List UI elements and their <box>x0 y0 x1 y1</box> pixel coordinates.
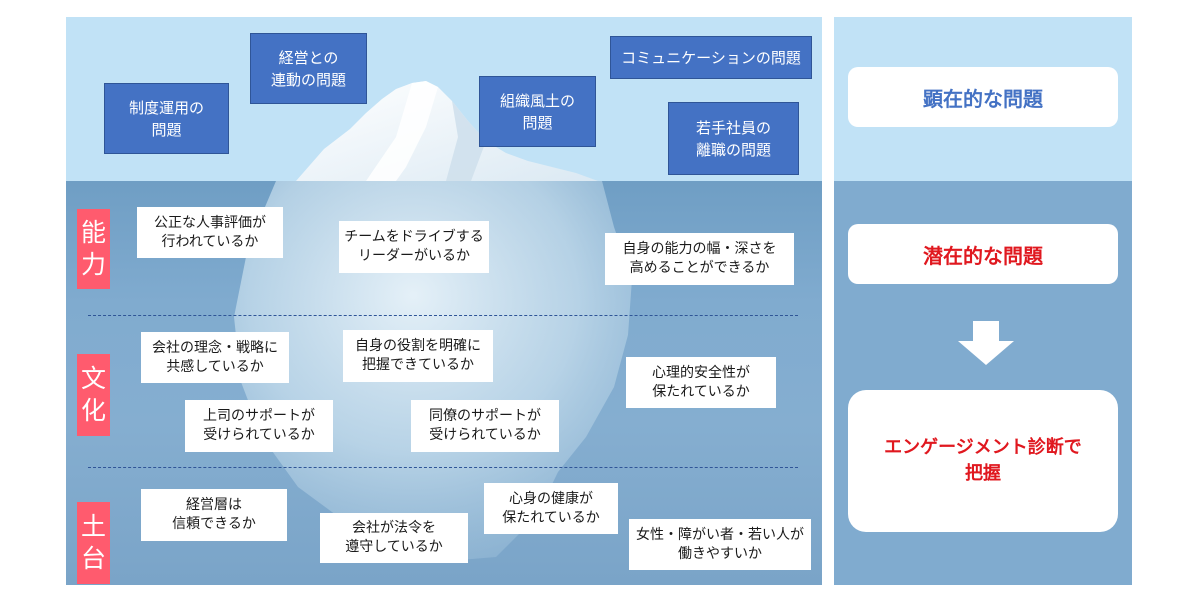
visible-issues-text: 顕在的な問題 <box>923 86 1043 111</box>
issue-line: 若手社員の <box>695 118 771 137</box>
hidden-line: 心理的安全性が <box>652 364 750 381</box>
hidden-line: 働きやすいか <box>678 545 762 562</box>
hidden-line: 受けられているか <box>429 427 541 443</box>
hidden-boss-support: 上司のサポートが 受けられているか <box>185 400 333 452</box>
hidden-team-leader: チームをドライブする リーダーがいるか <box>339 221 489 273</box>
engagement-text-line-1: エンゲージメント診断で <box>884 437 1082 458</box>
hidden-line: 自身の能力の幅・深さを <box>622 241 777 257</box>
tag-ability: 能 力 <box>77 209 110 289</box>
hidden-line: 経営層は <box>186 497 242 513</box>
hidden-diversity-workplace: 女性・障がい者・若い人が 働きやすいか <box>629 519 811 570</box>
issue-young-turnover: 若手社員の 離職の問題 <box>668 102 799 175</box>
hidden-psychological-safety: 心理的安全性が 保たれているか <box>626 357 776 408</box>
tag-culture-char-2: 化 <box>80 396 106 425</box>
hidden-line: 公正な人事評価が <box>154 214 266 231</box>
tag-ability-char-2: 力 <box>80 250 106 279</box>
hidden-line: 共感しているか <box>166 358 264 375</box>
issue-communication: コミュニケーションの問題 <box>610 36 812 79</box>
summary-panel: 顕在的な問題 潜在的な問題 エンゲージメント診断で 把握 <box>834 17 1132 585</box>
hidden-ability-growth: 自身の能力の幅・深さを 高めることができるか <box>605 233 794 285</box>
hidden-philosophy-empathy: 会社の理念・戦略に 共感しているか <box>141 332 289 383</box>
hidden-role-clarity: 自身の役割を明確に 把握できているか <box>343 330 493 382</box>
hidden-line: 遵守しているか <box>345 539 443 555</box>
hidden-line: 会社が法令を <box>352 520 436 536</box>
engagement-diagnosis-box: エンゲージメント診断で 把握 <box>848 390 1118 532</box>
latent-issues-text: 潜在的な問題 <box>923 243 1043 268</box>
visible-issues-label: 顕在的な問題 <box>848 67 1118 127</box>
hidden-line: チームをドライブする <box>344 229 484 245</box>
hidden-legal-compliance: 会社が法令を 遵守しているか <box>320 513 468 563</box>
issue-line: 連動の問題 <box>270 70 346 89</box>
hidden-line: 同僚のサポートが <box>429 408 541 424</box>
divider-ability-culture <box>88 315 798 316</box>
engagement-text-line-2: 把握 <box>965 463 1001 484</box>
issue-management-link: 経営との 連動の問題 <box>250 33 367 104</box>
tag-foundation: 土 台 <box>77 502 110 584</box>
tag-foundation-char-2: 台 <box>80 544 106 573</box>
hidden-line: 高めることができるか <box>629 260 770 276</box>
issue-line: 離職の問題 <box>695 140 771 159</box>
hidden-line: 保たれているか <box>502 509 600 526</box>
hidden-health: 心身の健康が 保たれているか <box>484 483 618 534</box>
issue-line: 問題 <box>151 120 182 139</box>
hidden-line: リーダーがいるか <box>358 248 470 264</box>
tag-culture-char-1: 文 <box>80 364 106 393</box>
iceberg-panel: 能 力 文 化 土 台 制度運用の 問題 経営との 連動の問題 組織風土の 問題… <box>66 17 822 585</box>
tag-culture: 文 化 <box>77 354 110 436</box>
issue-line: 問題 <box>522 113 553 132</box>
down-arrow-icon <box>958 321 1014 365</box>
hidden-line: 保たれているか <box>652 383 750 400</box>
hidden-line: 自身の役割を明確に <box>355 338 481 354</box>
hidden-line: 行われているか <box>161 233 259 250</box>
hidden-line: 受けられているか <box>203 427 315 443</box>
hidden-line: 信頼できるか <box>172 516 256 532</box>
hidden-line: 会社の理念・戦略に <box>152 339 278 356</box>
hidden-line: 女性・障がい者・若い人が <box>636 526 804 543</box>
hidden-fair-evaluation: 公正な人事評価が 行われているか <box>137 207 283 258</box>
issue-org-culture: 組織風土の 問題 <box>479 76 596 147</box>
divider-culture-foundation <box>88 467 798 468</box>
issue-line: 組織風土の <box>499 91 575 110</box>
issue-line: 制度運用の <box>128 98 204 117</box>
issue-line: コミュニケーションの問題 <box>621 48 801 67</box>
hidden-line: 上司のサポートが <box>203 408 315 424</box>
hidden-line: 心身の健康が <box>509 490 593 507</box>
hidden-line: 把握できているか <box>362 357 474 373</box>
hidden-trust-management: 経営層は 信頼できるか <box>141 489 287 541</box>
tag-ability-char-1: 能 <box>80 218 106 247</box>
latent-issues-label: 潜在的な問題 <box>848 224 1118 284</box>
issue-line: 経営との <box>278 48 339 67</box>
hidden-peer-support: 同僚のサポートが 受けられているか <box>411 400 559 452</box>
tag-foundation-char-1: 土 <box>80 512 106 541</box>
issue-system-operation: 制度運用の 問題 <box>104 83 229 154</box>
